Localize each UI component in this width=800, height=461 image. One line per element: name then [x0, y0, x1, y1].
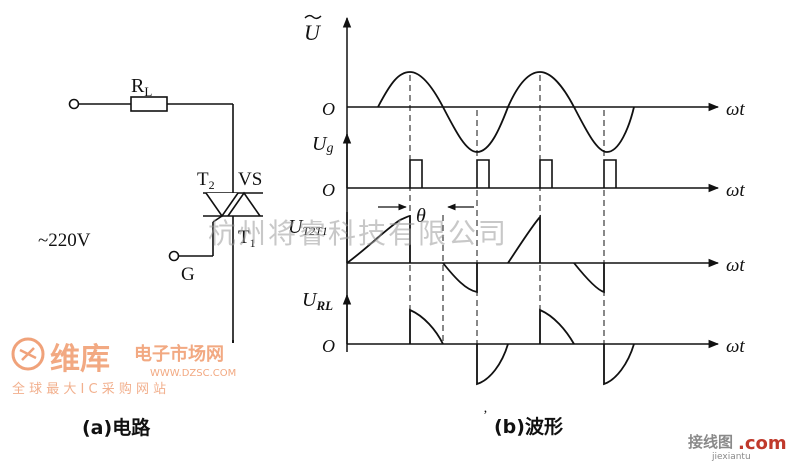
supply-trace-label: U	[304, 20, 322, 45]
resistor-label: RL	[131, 75, 152, 99]
origin-label-load: O	[322, 336, 335, 356]
axis-label-load: ωt	[726, 336, 745, 357]
guide-lines	[409, 75, 605, 384]
logo-sub-text: 电子市场网	[134, 343, 224, 365]
axis-label-supply: ωt	[726, 99, 745, 120]
jiexiantu-logo: 接线图 .com jiexiantu	[688, 433, 787, 461]
terminal-t2-label: T2	[197, 169, 215, 192]
circuit-caption: (a)电路	[82, 416, 151, 439]
gate-pulses	[409, 159, 617, 188]
corner-com-text: .com	[738, 433, 787, 454]
stray-mark: ‚	[483, 401, 488, 416]
logo-main-text: 维库	[50, 342, 110, 377]
waveform-panel	[342, 16, 720, 352]
gate-terminal	[168, 250, 180, 262]
gate-label: G	[181, 264, 195, 285]
corner-main-text: 接线图	[688, 433, 733, 451]
origin-label-supply: O	[322, 99, 335, 119]
circuit-panel	[68, 96, 263, 343]
dzsc-logo: 维库 电子市场网 WWW.DZSC.COM 全 球 最 大 I C 采 购 网 …	[11, 337, 236, 397]
axis-label-thyristor: ωt	[726, 255, 745, 276]
triac-symbol	[203, 191, 263, 223]
thyristor-trace-label: UT2T1	[288, 216, 328, 238]
theta-label: θ	[416, 205, 426, 227]
supply-label: ~220V	[38, 230, 91, 251]
axis-label-gate: ωt	[726, 180, 745, 201]
supply-waveform	[377, 71, 635, 153]
logo-url-text: WWW.DZSC.COM	[150, 368, 236, 379]
logo-tagline-text: 全 球 最 大 I C 采 购 网 站	[12, 381, 166, 397]
logo-pins-icon	[19, 347, 37, 361]
origin-label-gate: O	[322, 180, 335, 200]
logo-circle-icon	[11, 337, 45, 371]
waveform-caption: (b)波形	[494, 415, 563, 438]
center-watermark: 杭州将睿科技有限公司	[208, 217, 508, 250]
gate-trace-label: Ug	[312, 133, 333, 156]
load-waveform	[409, 308, 635, 386]
load-trace-label: URL	[302, 289, 333, 313]
load-resistor	[130, 96, 168, 112]
terminal-t1-label: T1	[238, 227, 256, 250]
input-terminal-top	[68, 98, 80, 110]
device-label: VS	[238, 169, 262, 190]
tilde-icon	[304, 14, 322, 20]
corner-url-text: jiexiantu	[711, 452, 751, 461]
